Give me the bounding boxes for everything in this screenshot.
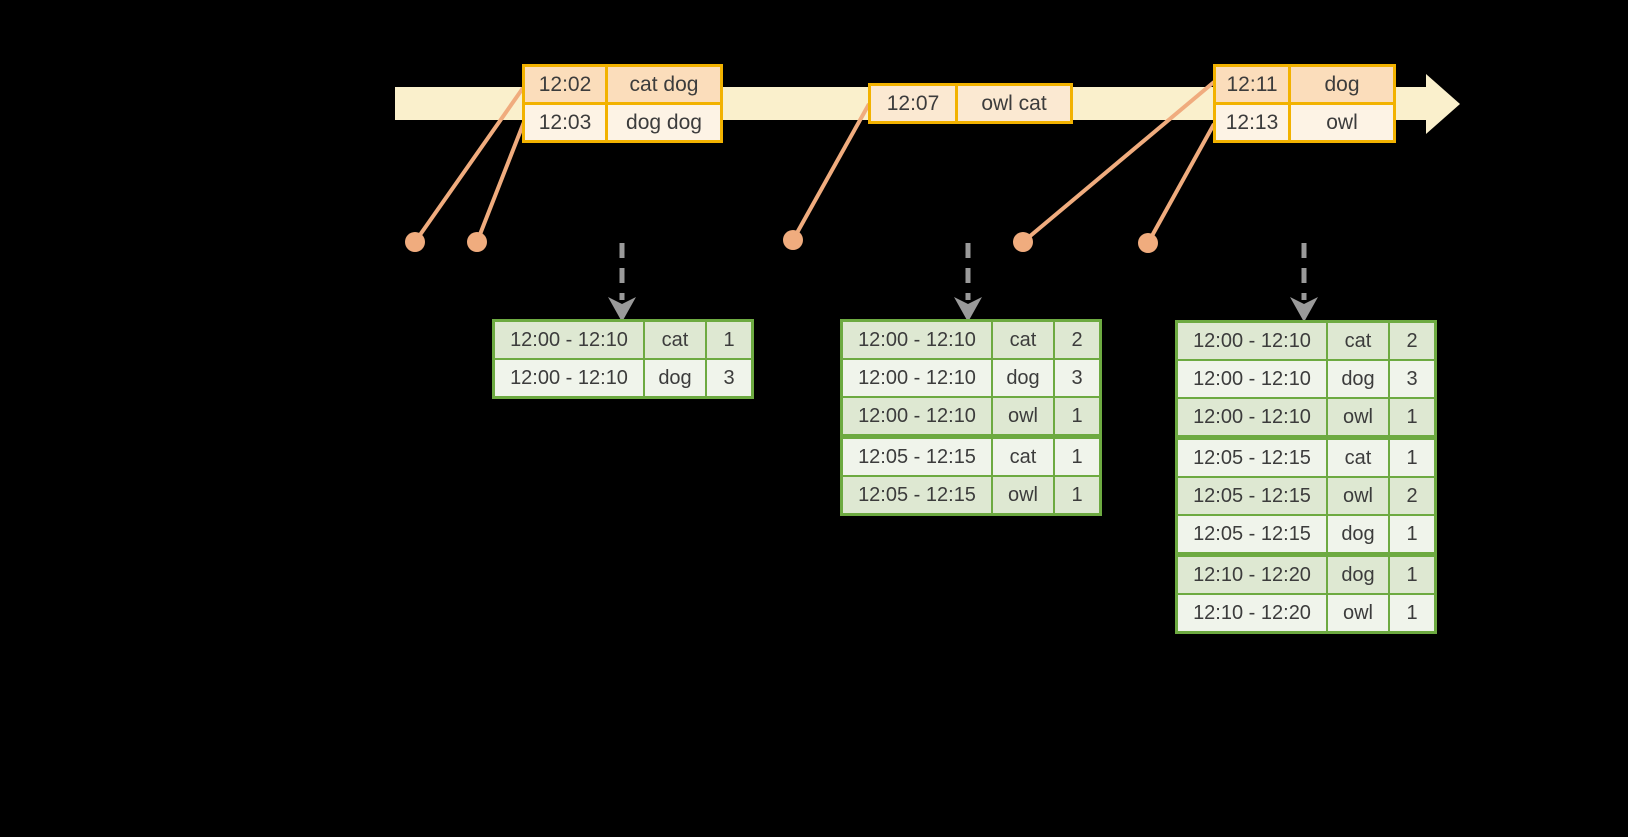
window-cell: 12:05 - 12:15	[843, 439, 991, 475]
word-cell: dog	[1328, 557, 1388, 593]
event-dot	[405, 232, 425, 252]
event-dot	[783, 230, 803, 250]
event-time-cell: 12:07	[871, 86, 955, 121]
window-cell: 12:00 - 12:10	[843, 322, 991, 358]
event-connector-line	[413, 86, 525, 244]
event-dots	[405, 230, 1158, 253]
window-cell: 12:10 - 12:20	[1178, 557, 1326, 593]
window-cell: 12:05 - 12:15	[1178, 516, 1326, 552]
count-cell: 3	[707, 360, 751, 396]
event-connector-lines	[413, 80, 1216, 244]
count-cell: 1	[707, 322, 751, 358]
word-cell: cat	[1328, 323, 1388, 359]
count-cell: 2	[1390, 323, 1434, 359]
word-cell: cat	[993, 322, 1053, 358]
word-cell: owl	[1328, 595, 1388, 631]
event-connector-line	[1146, 123, 1216, 244]
window-cell: 12:00 - 12:10	[843, 398, 991, 434]
trigger-arrowhead-icon	[608, 297, 636, 322]
word-cell: cat	[645, 322, 705, 358]
word-cell: owl	[993, 477, 1053, 513]
word-cell: owl	[993, 398, 1053, 434]
count-cell: 1	[1390, 595, 1434, 631]
window-cell: 12:05 - 12:15	[1178, 478, 1326, 514]
word-cell: owl	[1328, 478, 1388, 514]
window-cell: 12:00 - 12:10	[495, 322, 643, 358]
count-cell: 1	[1055, 398, 1099, 434]
word-cell: cat	[1328, 440, 1388, 476]
count-cell: 1	[1390, 516, 1434, 552]
count-cell: 2	[1390, 478, 1434, 514]
word-cell: owl	[1328, 399, 1388, 435]
event-dot	[1013, 232, 1033, 252]
event-words-cell: cat dog	[608, 67, 720, 102]
event-words-cell: owl	[1291, 105, 1393, 140]
count-cell: 1	[1390, 557, 1434, 593]
window-cell: 12:05 - 12:15	[1178, 440, 1326, 476]
event-time-cell: 12:02	[525, 67, 605, 102]
word-cell: dog	[993, 360, 1053, 396]
event-time-cell: 12:11	[1216, 67, 1288, 102]
event-time-cell: 12:13	[1216, 105, 1288, 140]
trigger-arrows	[608, 243, 1318, 322]
event-words-cell: owl cat	[958, 86, 1070, 121]
word-cell: dog	[645, 360, 705, 396]
trigger-arrowhead-icon	[1290, 297, 1318, 322]
count-cell: 1	[1055, 477, 1099, 513]
timeline-arrowhead-icon	[1426, 74, 1460, 134]
event-words-cell: dog	[1291, 67, 1393, 102]
count-cell: 3	[1390, 361, 1434, 397]
event-time-cell: 12:03	[525, 105, 605, 140]
window-cell: 12:00 - 12:10	[1178, 323, 1326, 359]
window-cell: 12:00 - 12:10	[1178, 361, 1326, 397]
event-connector-line	[791, 103, 871, 241]
count-cell: 2	[1055, 322, 1099, 358]
word-cell: cat	[993, 439, 1053, 475]
count-cell: 1	[1055, 439, 1099, 475]
event-connector-line	[475, 121, 526, 243]
count-cell: 1	[1390, 399, 1434, 435]
count-cell: 3	[1055, 360, 1099, 396]
event-connector-line	[1021, 80, 1216, 244]
word-cell: dog	[1328, 516, 1388, 552]
window-cell: 12:00 - 12:10	[1178, 399, 1326, 435]
event-dot	[467, 232, 487, 252]
window-cell: 12:00 - 12:10	[495, 360, 643, 396]
trigger-arrowhead-icon	[954, 297, 982, 322]
window-cell: 12:10 - 12:20	[1178, 595, 1326, 631]
event-words-cell: dog dog	[608, 105, 720, 140]
word-cell: dog	[1328, 361, 1388, 397]
window-cell: 12:05 - 12:15	[843, 477, 991, 513]
window-cell: 12:00 - 12:10	[843, 360, 991, 396]
count-cell: 1	[1390, 440, 1434, 476]
event-dot	[1138, 233, 1158, 253]
